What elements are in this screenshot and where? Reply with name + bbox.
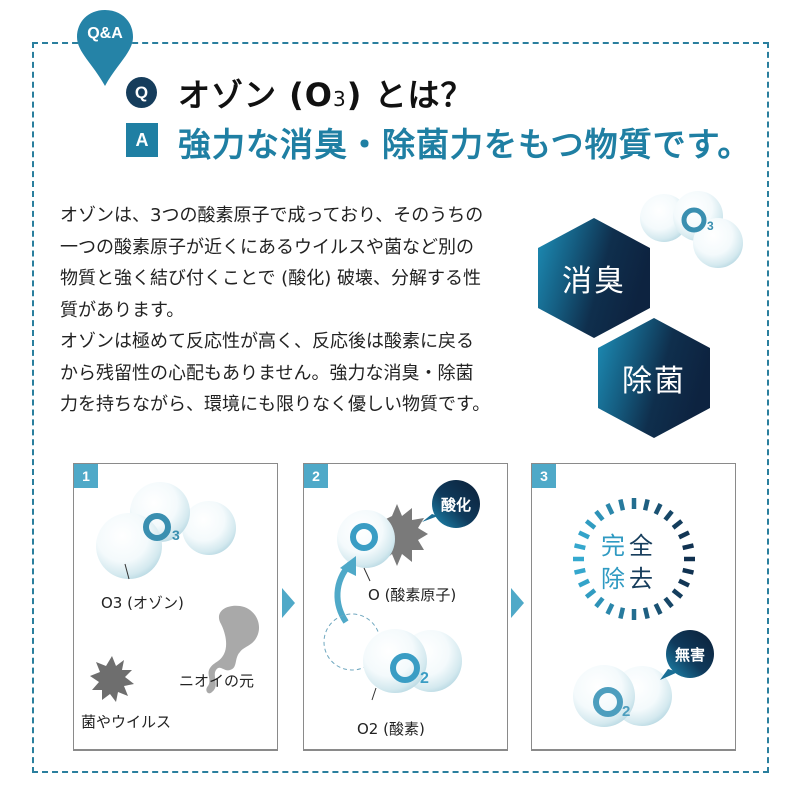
step-number: 3 <box>532 464 556 488</box>
odor-source-icon <box>206 605 260 694</box>
ozone-molecule-icon: 3 <box>96 482 236 580</box>
qa-badge: Q&A <box>73 8 137 88</box>
germ-label: 菌やウイルス <box>81 713 172 731</box>
complete-removal-text: 完全 除去 <box>601 530 657 596</box>
sunburst-rays-icon <box>573 498 695 620</box>
answer-marker: A <box>126 123 158 157</box>
wipe-char: 完 <box>601 532 629 560</box>
step-number: 2 <box>304 464 328 488</box>
ozone-subscript: 3 <box>707 219 714 233</box>
oxygen-molecule-icon: 2 <box>573 665 672 727</box>
question-subscript: 3 <box>332 87 347 111</box>
description-line: オゾンは、3つの酸素原子で成っており、そのうちの <box>60 205 484 226</box>
oxygen-molecule-label: O2 (酸素) <box>357 720 425 738</box>
ozone-molecule-icon: 3 <box>630 188 750 268</box>
description-text: オゾンは、3つの酸素原子で成っており、そのうちの 一つの酸素原子が近くにあるウイ… <box>60 200 530 421</box>
question-text: オゾン (O <box>178 76 333 114</box>
speech-bubble-icon <box>660 630 714 680</box>
question-heading: オゾン (O3) とは？ <box>178 70 474 116</box>
hexagon-icon <box>538 218 650 338</box>
qa-frame <box>32 42 769 773</box>
wipe-char: 去 <box>629 565 657 593</box>
qa-badge-label: Q&A <box>87 25 123 42</box>
description-line: 力を持ちながら、環境にも限りなく優しい物質です。 <box>60 394 491 415</box>
hexagon-icon <box>598 318 710 438</box>
hexagon-sterilize-label: 除菌 <box>622 364 686 399</box>
ozone-label: O3 (オゾン) <box>101 594 184 612</box>
wipe-char: 除 <box>601 565 629 593</box>
svg-text:2: 2 <box>622 703 630 720</box>
question-marker: Q <box>126 77 157 108</box>
description-line: 一つの酸素原子が近くにあるウイルスや菌など別の <box>60 236 474 258</box>
step-panel-1: 1 3 O3 (オゾン) ニオイの元 菌やウイルス <box>73 463 278 751</box>
germ-icon <box>90 656 134 702</box>
svg-text:2: 2 <box>420 670 429 687</box>
harmless-bubble-label: 無害 <box>675 646 706 664</box>
map-pin-icon <box>77 10 133 86</box>
step-number: 1 <box>74 464 98 488</box>
speech-bubble-icon <box>422 480 480 528</box>
answer-heading: 強力な消臭・除菌力をもつ物質です。 <box>178 125 752 164</box>
bind-arrow-icon <box>334 556 356 624</box>
hexagon-sterilize: 除菌 <box>596 318 712 438</box>
oxygen-atom-label: O (酸素原子) <box>368 586 457 604</box>
odor-source-label: ニオイの元 <box>179 672 255 690</box>
oxidize-bubble-label: 酸化 <box>441 496 472 514</box>
svg-text:3: 3 <box>172 527 180 543</box>
next-arrow-icon <box>511 588 524 618</box>
oxygen-molecule-icon: 2 <box>363 629 462 701</box>
description-line: 質があります。 <box>60 299 185 321</box>
description-line: オゾンは極めて反応性が高く、反応後は酸素に戻る <box>60 331 474 352</box>
oxygen-atom-icon <box>337 510 395 582</box>
hexagon-deodorize-label: 消臭 <box>562 264 626 299</box>
step-panel-3: 3 2 完全 除去 無害 <box>531 463 736 751</box>
description-line: から残留性の心配もありません。強力な消臭・除菌 <box>60 362 474 384</box>
step-panel-2: 2 2 酸化 O (酸素原子) O2 (酸素) <box>303 463 508 751</box>
wipe-char: 全 <box>629 532 657 560</box>
description-line: 物質と強く結び付くことで (酸化) 破壊、分解する性 <box>60 268 481 289</box>
next-arrow-icon <box>282 588 295 618</box>
question-text-end: ) とは？ <box>346 76 474 114</box>
hexagon-deodorize: 消臭 <box>536 218 652 338</box>
